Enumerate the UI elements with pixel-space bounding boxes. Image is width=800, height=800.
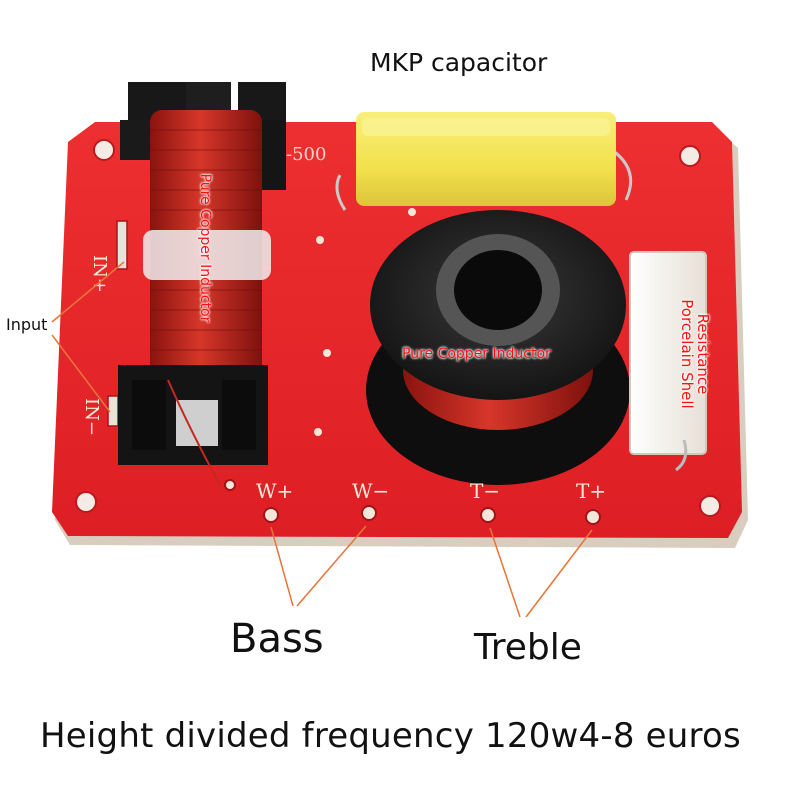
input-label: Input: [6, 315, 48, 334]
mkp-capacitor: -500: [286, 112, 633, 211]
porcelain-resistor: [629, 251, 707, 472]
annotation-lines: [51, 261, 593, 618]
right-inductor: [366, 210, 630, 485]
resistor-label-line2: Resistance: [694, 313, 712, 395]
silk-w-plus: W+: [256, 479, 293, 503]
silk-t-plus: T+: [576, 479, 606, 503]
silk-in-minus: IN−: [81, 398, 102, 436]
left-inductor: [118, 82, 286, 486]
silk-w-minus: W−: [352, 479, 389, 503]
treble-label: Treble: [474, 627, 582, 668]
mounting-holes: [75, 139, 721, 517]
capacitor-label: MKP capacitor: [370, 48, 548, 77]
silk-in-plus: IN+: [89, 255, 110, 293]
silkscreen-labels: IN+ IN− W+ W− T− T+: [81, 255, 606, 503]
svg-text:-500: -500: [286, 144, 326, 165]
left-inductor-label: Pure Copper Inductor: [197, 173, 213, 323]
silk-t-minus: T−: [470, 479, 500, 503]
right-inductor-label: Pure Copper Inductor: [402, 346, 551, 362]
bass-label: Bass: [230, 616, 324, 662]
product-caption: Height divided frequency 120w4-8 euros: [40, 716, 741, 756]
